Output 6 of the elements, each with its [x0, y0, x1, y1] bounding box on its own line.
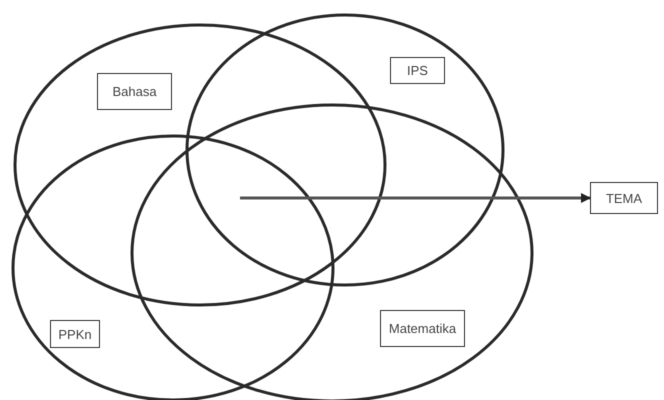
- label-box: Bahasa: [97, 73, 172, 110]
- label-box: PPKn: [50, 320, 100, 348]
- label-box: Matematika: [380, 310, 465, 347]
- arrow: [240, 193, 591, 203]
- label-box: IPS: [390, 57, 445, 84]
- label-box: TEMA: [590, 182, 658, 214]
